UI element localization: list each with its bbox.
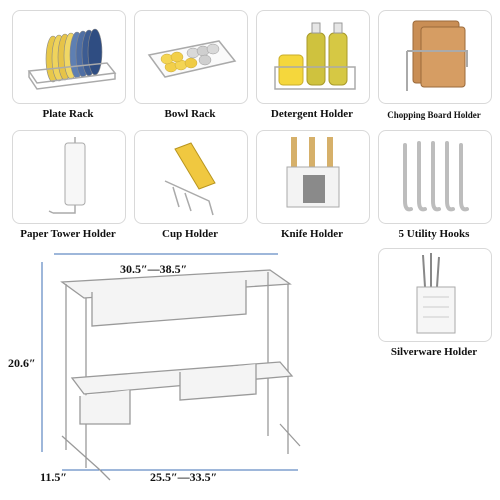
depth-dimension: 11.5″ (40, 470, 67, 484)
chopping-board-holder-image (378, 10, 492, 104)
plate-rack-label: Plate Rack (42, 108, 94, 120)
utility-hooks-label: 5 Utility Hooks (398, 228, 470, 240)
silverware-holder-image (378, 248, 492, 342)
dimension-lines (41, 253, 298, 471)
width-bottom-dimension: 25.5″—33.5″ (150, 470, 218, 484)
dish-rack-illustration (41, 253, 301, 481)
silverware-holder-label: Silverware Holder (390, 346, 478, 358)
utility-hooks-image (378, 130, 492, 224)
paper-tower-holder-image (12, 130, 126, 224)
knife-holder-label: Knife Holder (280, 228, 344, 240)
plate-rack-icon (27, 28, 117, 90)
hook-icon (403, 141, 469, 212)
cup-holder-label: Cup Holder (162, 228, 218, 240)
chopping-board-holder-label: Chopping Board Holder (387, 110, 481, 120)
chopping-board-icon (406, 20, 468, 91)
detergent-holder-label: Detergent Holder (270, 108, 354, 120)
bowl-rack-label: Bowl Rack (164, 108, 216, 120)
detergent-holder-image (256, 10, 370, 104)
knife-holder-image (256, 130, 370, 224)
paper-tower-holder-label: Paper Tower Holder (20, 228, 116, 240)
cup-icon (164, 142, 216, 216)
knife-icon (286, 137, 340, 208)
paper-towel-icon (48, 137, 86, 214)
bowl-rack-image (134, 10, 248, 104)
plate-rack-image (12, 10, 126, 104)
bowl-rack-icon (147, 40, 237, 78)
height-dimension: 20.6″ (8, 356, 36, 370)
cup-holder-image (134, 130, 248, 224)
detergent-holder-icon (274, 22, 356, 90)
width-top-dimension: 30.5″—38.5″ (120, 262, 188, 276)
silverware-icon (416, 253, 456, 334)
